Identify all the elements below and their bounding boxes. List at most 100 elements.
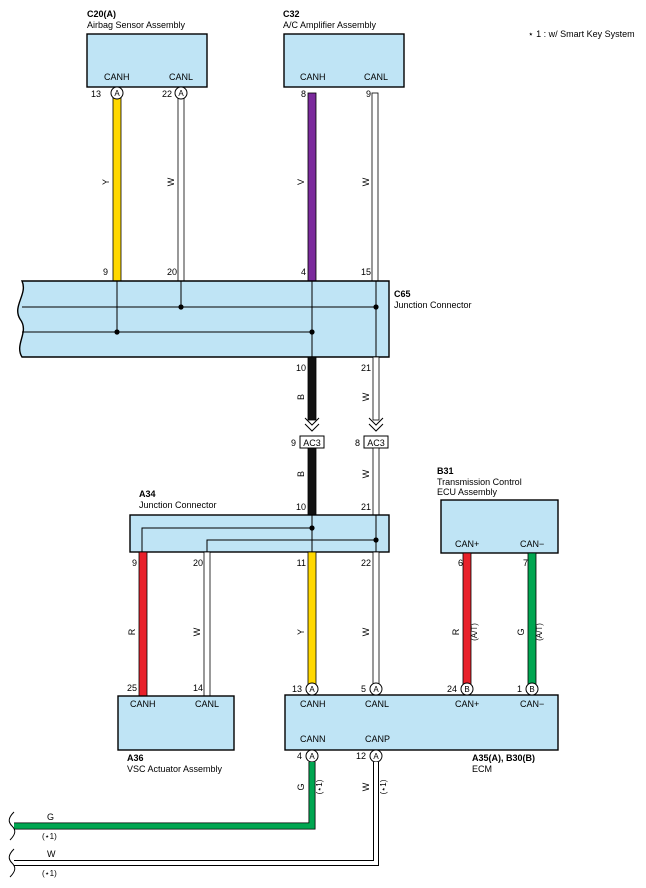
ecm-pin-cann-label: CANN (300, 734, 326, 744)
c32-pin-8: 8 (301, 89, 306, 99)
a34-splice-1 (309, 525, 315, 531)
label-wire-b-upper: B (296, 394, 306, 400)
smart-key-note: ⋆ 1 : w/ Smart Key System (528, 29, 635, 39)
label-wire-w-horizontal-star: (⋆1) (42, 869, 57, 878)
a34-pin-11: 11 (297, 558, 306, 568)
c20-conn-a-letter-2: A (178, 89, 184, 98)
wire-w-ac3-a34 (372, 447, 380, 516)
b31-name-2: ECU Assembly (437, 487, 498, 497)
label-wire-g-ecm: G (296, 783, 306, 790)
ecm-pin-canminus-label: CAN− (520, 699, 544, 709)
c65-pin-21: 21 (361, 363, 371, 373)
wire-r-b31-ecm (462, 552, 472, 690)
c65-name: Junction Connector (394, 300, 472, 310)
break-symbol-w (8, 848, 16, 878)
wire-w-c32 (371, 92, 379, 282)
b31-id: B31 (437, 466, 454, 476)
c20-conn-a-marker (110, 86, 124, 100)
b31-name-1: Transmission Control (437, 477, 522, 487)
a34-pin-9: 9 (132, 558, 137, 568)
wire-v-c32 (307, 92, 317, 282)
a34-pin-22: 22 (361, 558, 371, 568)
wire-r-a34-a36 (138, 551, 148, 697)
a36-pin-canl-label: CANL (195, 699, 219, 709)
c32-box (283, 33, 405, 88)
a36-pin-canh-label: CANH (130, 699, 156, 709)
c32-id: C32 (283, 9, 300, 19)
ac3-pin-9: 9 (291, 438, 296, 448)
ecm-pin-canp-label: CANP (365, 734, 390, 744)
wire-w-a34-ecm (372, 551, 380, 690)
label-wire-w-horizontal: W (47, 849, 56, 859)
c65-pin-9: 9 (103, 267, 108, 277)
ecm-conn-a-marker-2 (369, 682, 383, 696)
ecm-pin-4: 4 (297, 751, 302, 761)
ecm-conn-letter-5: A (309, 752, 315, 761)
wire-w-a34-a36 (203, 551, 211, 697)
a36-name: VSC Actuator Assembly (127, 764, 223, 774)
c20-pin-13: 13 (91, 89, 101, 99)
a34-pin-21: 21 (361, 502, 371, 512)
a36-id: A36 (127, 753, 144, 763)
c65-pin-20: 20 (167, 267, 177, 277)
a36-box (117, 695, 235, 751)
ecm-conn-letter-3: B (464, 685, 469, 694)
c32-name: A/C Amplifier Assembly (283, 20, 377, 30)
c20-box (86, 33, 208, 88)
wire-w-outgoing (14, 762, 378, 865)
label-wire-w-c20: W (166, 177, 176, 186)
label-wire-g-horizontal: G (47, 812, 54, 822)
a34-bus-high (141, 527, 312, 552)
c20-conn-a-marker-2 (174, 86, 188, 100)
ecm-conn-letter-4: B (529, 685, 534, 694)
c65-splice-1 (114, 329, 120, 335)
c20-conn-a-letter: A (114, 89, 120, 98)
wire-g-outgoing (14, 762, 315, 829)
a34-bus-low (206, 539, 376, 552)
ac3-label-right: AC3 (367, 438, 385, 448)
wire-g-b31-ecm (527, 552, 537, 690)
ecm-conn-a-marker-1 (305, 682, 319, 696)
c65-splice-2 (178, 304, 184, 310)
a36-pin-25: 25 (127, 683, 137, 693)
ecm-conn-letter-2: A (373, 685, 379, 694)
label-wire-r-a36: R (127, 628, 137, 635)
ac3-label-left: AC3 (303, 438, 321, 448)
ecm-pin-canh-label: CANH (300, 699, 326, 709)
a34-name: Junction Connector (139, 500, 217, 510)
c65-id: C65 (394, 289, 411, 299)
a34-id: A34 (139, 489, 156, 499)
c65-pin-15: 15 (361, 267, 371, 277)
label-wire-b-lower: B (296, 471, 306, 477)
a34-pin-20: 20 (193, 558, 203, 568)
ac3-chevron-right (368, 417, 384, 432)
c32-pin-canh-label: CANH (300, 72, 326, 82)
a36-pin-14: 14 (193, 683, 203, 693)
c65-pin-10: 10 (296, 363, 306, 373)
c65-splice-4 (373, 304, 379, 310)
label-wire-w-a36: W (192, 627, 202, 636)
wire-w-outgoing-outline (14, 762, 379, 866)
wire-y-c20 (112, 92, 122, 282)
b31-box (440, 499, 559, 554)
label-wire-w-ecm: W (361, 627, 371, 636)
ecm-conn-letter-1: A (309, 685, 315, 694)
c20-id: C20(A) (87, 9, 116, 19)
wire-y-a34-ecm (307, 551, 317, 690)
ecm-conn-letter-6: A (373, 752, 379, 761)
label-wire-w-upper: W (361, 392, 371, 401)
label-wire-g-b31: G (516, 628, 526, 635)
label-wire-g-horizontal-star: (⋆1) (42, 832, 57, 841)
ecm-name: ECM (472, 764, 492, 774)
ecm-pin-1: 1 (517, 684, 522, 694)
c20-pin-22: 22 (162, 89, 172, 99)
ac3-chevron-left (304, 417, 320, 432)
b31-pin-cann-label: CAN− (520, 539, 544, 549)
ecm-id: A35(A), B30(B) (472, 753, 535, 763)
wire-b-c65-ac3 (307, 356, 317, 421)
c20-pin-canh-label: CANH (104, 72, 130, 82)
wire-w-c65-ac3 (372, 356, 380, 421)
label-wire-g-at: (A/T) (535, 623, 544, 641)
ac3-pin-8: 8 (355, 438, 360, 448)
